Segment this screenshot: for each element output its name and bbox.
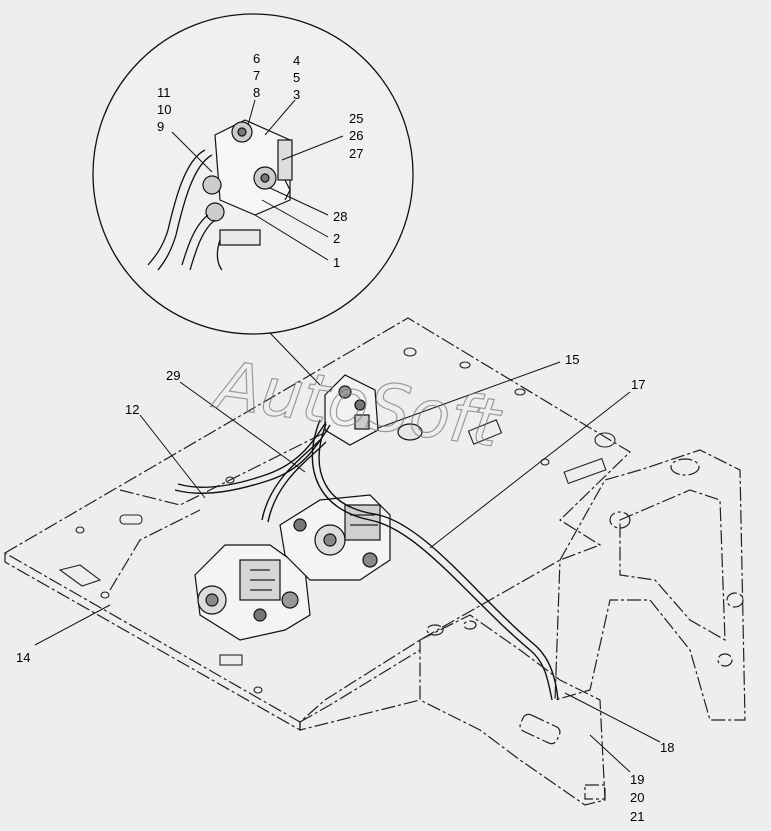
callout-6: 6 [253, 51, 260, 66]
callout-2: 2 [333, 231, 340, 246]
callout-27: 27 [349, 146, 363, 161]
callout-4: 4 [293, 53, 300, 68]
pump-assembly-right [279, 494, 391, 581]
callout-14: 14 [16, 650, 30, 665]
right-frame [554, 449, 746, 721]
callout-12: 12 [125, 402, 139, 417]
hoses [174, 419, 559, 701]
callout-8: 8 [253, 85, 260, 100]
plate-features [58, 347, 616, 694]
callout-leaders [34, 99, 661, 773]
callout-25: 25 [349, 111, 363, 126]
watermark: AutoSoft [208, 346, 507, 463]
callout-19: 19 [630, 772, 644, 787]
callout-5: 5 [293, 70, 300, 85]
callout-9: 9 [157, 119, 164, 134]
callout-17: 17 [631, 377, 645, 392]
callout-11: 11 [157, 85, 171, 100]
pump-assembly-left [194, 544, 311, 641]
callout-labels: 6 7 8 4 5 3 11 10 9 25 26 27 28 2 1 15 2… [16, 51, 674, 824]
callout-10: 10 [157, 102, 171, 117]
valve-block-mounted [324, 374, 423, 446]
callout-3: 3 [293, 87, 300, 102]
detail-inset [92, 13, 414, 335]
callout-1: 1 [333, 255, 340, 270]
callout-26: 26 [349, 128, 363, 143]
callout-29: 29 [166, 368, 180, 383]
callout-7: 7 [253, 68, 260, 83]
callout-18: 18 [660, 740, 674, 755]
callout-15: 15 [565, 352, 579, 367]
callout-21: 21 [630, 809, 644, 824]
frame-plate [3, 317, 631, 732]
side-rail [299, 614, 606, 806]
inset-leader [269, 332, 321, 386]
callout-20: 20 [630, 790, 644, 805]
callout-28: 28 [333, 209, 347, 224]
